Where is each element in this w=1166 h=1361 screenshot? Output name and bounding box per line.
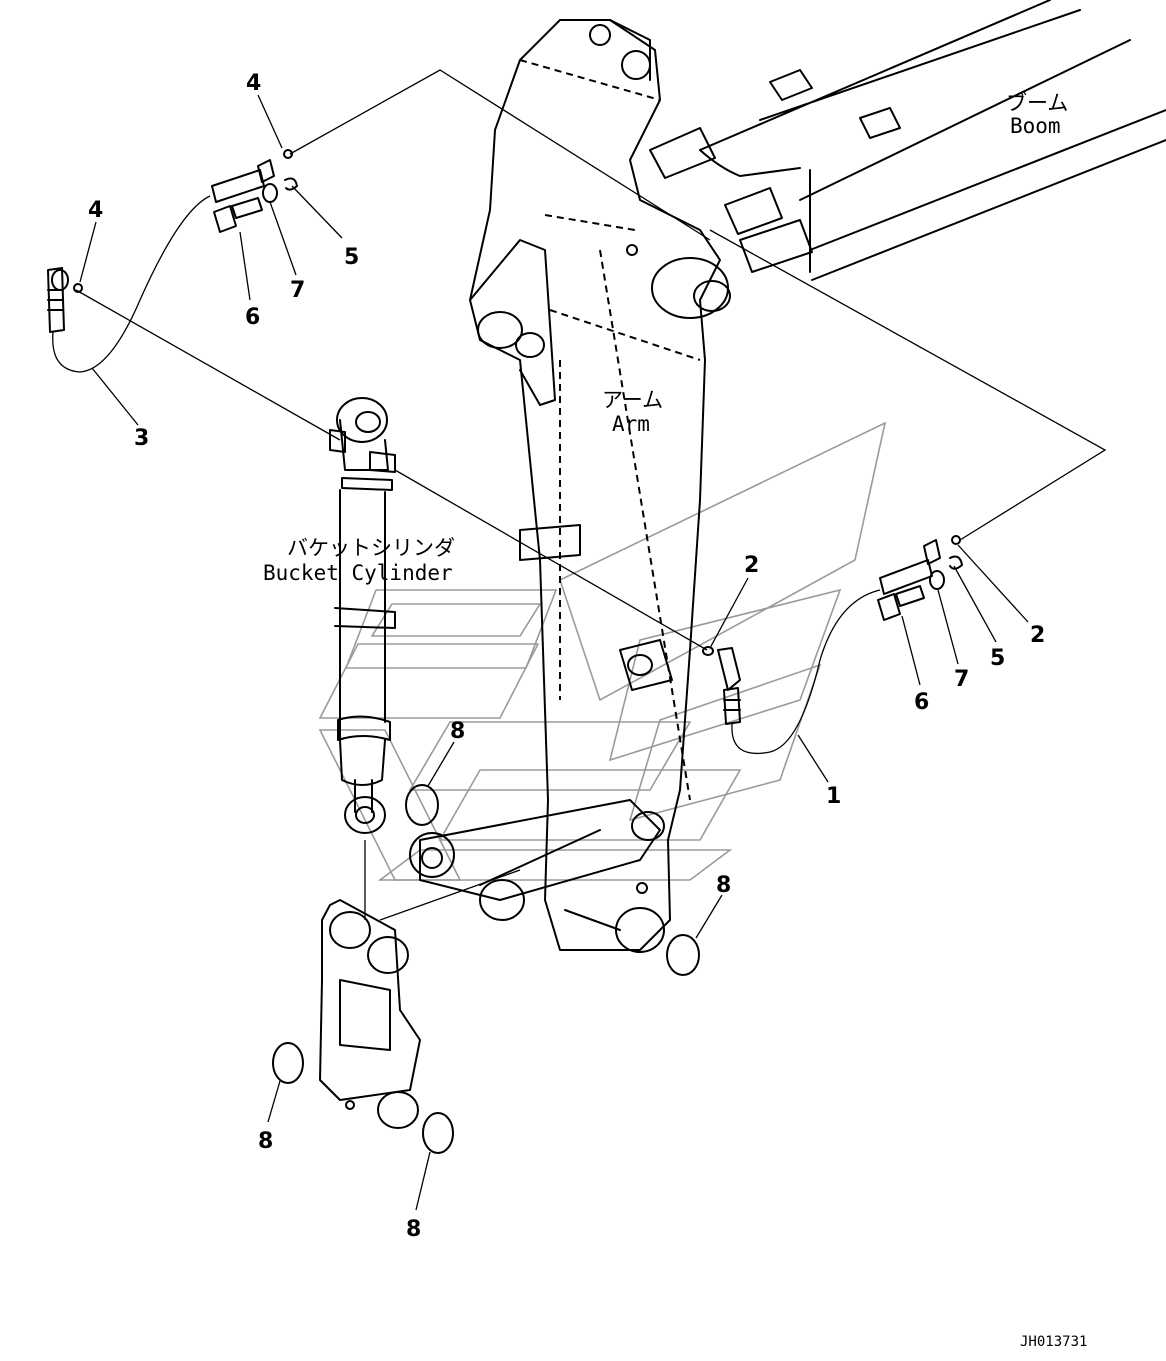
callout-4-top: 4 xyxy=(246,71,261,96)
callout-7-right: 7 xyxy=(954,667,969,692)
o-ring-3 xyxy=(272,1042,304,1084)
o-ring-2 xyxy=(666,934,700,976)
arm-label-jp: アーム xyxy=(602,388,663,412)
o-ring-1 xyxy=(405,784,439,826)
boom xyxy=(649,0,1166,281)
callout-7-left: 7 xyxy=(290,278,305,303)
sensor-assembly-left xyxy=(47,149,298,373)
callout-1: 1 xyxy=(826,784,841,809)
cylinder-label-en: Bucket Cylinder xyxy=(263,561,453,585)
o-rings xyxy=(272,784,700,1154)
o-ring-4 xyxy=(422,1112,454,1154)
callout-6-right: 6 xyxy=(914,690,929,715)
callout-8-center: 8 xyxy=(450,719,465,744)
callout-3: 3 xyxy=(134,426,149,451)
cylinder-label-jp: バケットシリンダ xyxy=(287,536,455,560)
callout-5-left: 5 xyxy=(344,245,359,270)
callout-2-center: 2 xyxy=(744,553,759,578)
callout-8-bottom: 8 xyxy=(406,1217,421,1242)
callout-6-left: 6 xyxy=(245,305,260,330)
callout-5-right: 5 xyxy=(990,646,1005,671)
callout-8-right: 8 xyxy=(716,873,731,898)
bucket-cylinder xyxy=(329,397,396,834)
arm-label-en: Arm xyxy=(612,412,650,436)
watermark-logo xyxy=(318,421,887,881)
sensor-assembly-right xyxy=(702,535,963,755)
leader-lines xyxy=(79,94,1029,1211)
callout-4-left: 4 xyxy=(88,198,103,223)
reference-lines xyxy=(75,69,1107,921)
callout-8-lower-left: 8 xyxy=(258,1129,273,1154)
boom-label-jp: ブーム xyxy=(1006,91,1068,115)
boom-label-en: Boom xyxy=(1010,114,1061,138)
bucket-linkage xyxy=(319,799,661,1129)
drawing-code: JH013731 xyxy=(1020,1334,1087,1350)
callout-2-right: 2 xyxy=(1030,623,1045,648)
arm xyxy=(469,19,731,953)
